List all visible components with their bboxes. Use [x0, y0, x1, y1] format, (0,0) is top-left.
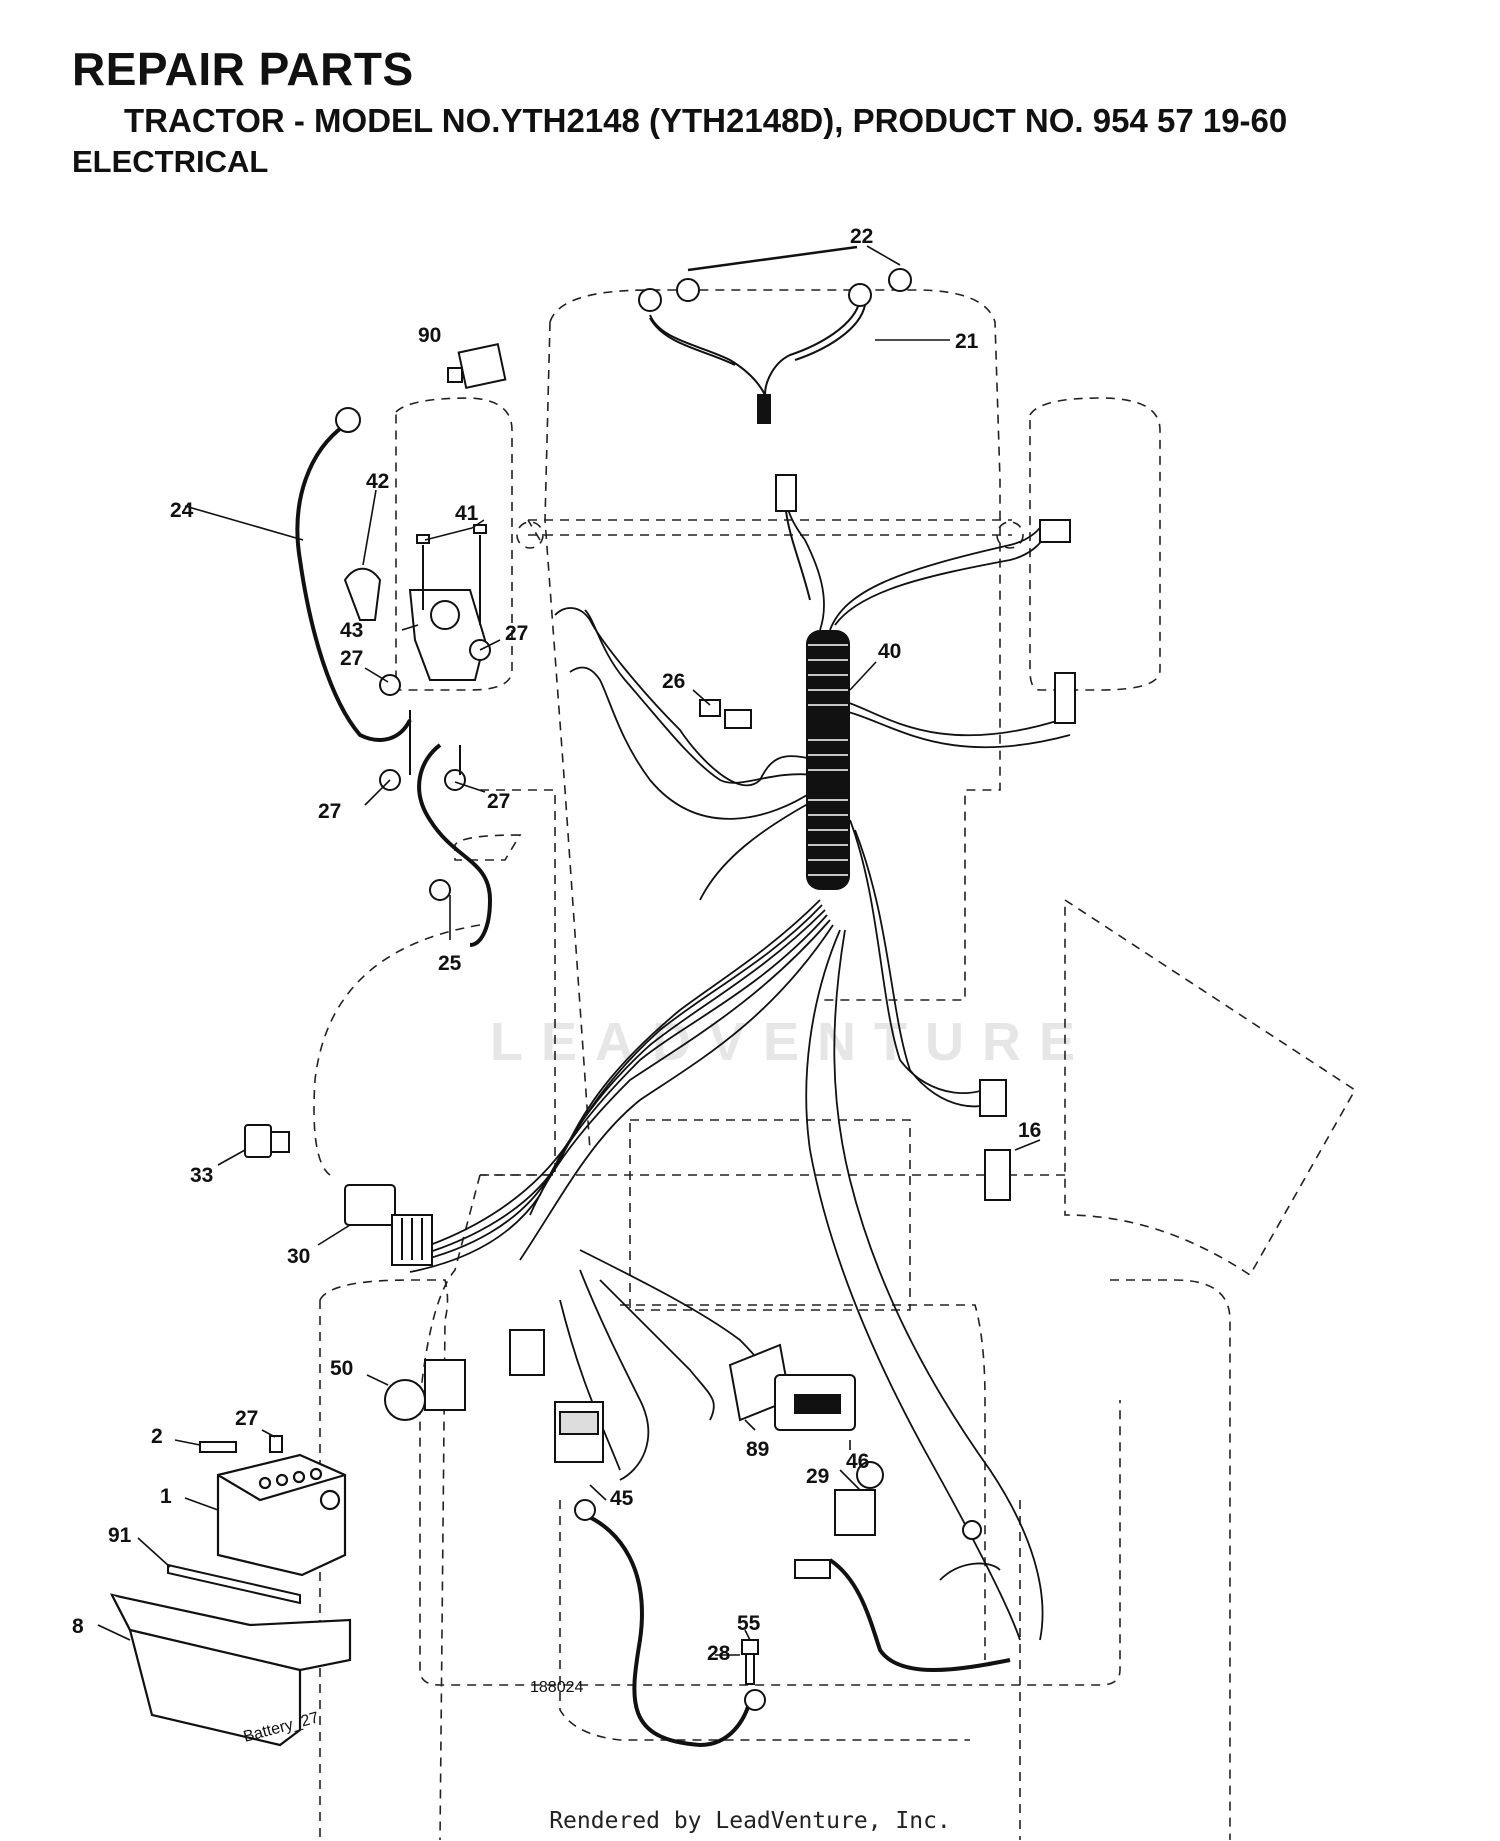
callout-40: 40 [878, 640, 901, 663]
headlights-22 [638, 245, 912, 312]
battery-strap-91 [167, 1563, 301, 1605]
callout-1: 1 [160, 1485, 172, 1508]
callout-22: 22 [850, 225, 873, 248]
callout-33: 33 [190, 1164, 213, 1187]
callout-27d: 27 [487, 790, 510, 813]
battery-cable-25 [409, 710, 493, 947]
callout-30: 30 [287, 1245, 310, 1268]
chassis-outline [313, 289, 1357, 1841]
ground-cable-28 [574, 1499, 766, 1748]
coil-harness [794, 1520, 1011, 1672]
ignition-switch-30 [344, 1184, 433, 1266]
model-subtitle: TRACTOR - MODEL NO.YTH2148 (YTH2148D), P… [124, 102, 1288, 139]
callout-8: 8 [72, 1615, 84, 1638]
callout-41: 41 [455, 502, 479, 525]
callout-91: 91 [108, 1524, 132, 1547]
bolt-55 [741, 1639, 759, 1685]
starter-solenoid-43 [343, 524, 491, 791]
switch-90 [447, 343, 507, 389]
relay-29 [834, 1461, 884, 1536]
callout-25: 25 [438, 952, 462, 975]
page-title: REPAIR PARTS [72, 43, 414, 95]
callout-27b: 27 [505, 622, 528, 645]
watermark: LEADVENTURE [490, 1012, 1093, 1072]
callout-27e: 27 [235, 1407, 258, 1430]
hour-meter-45 [554, 1401, 604, 1463]
battery-tray-8 [109, 1593, 352, 1747]
callout-29: 29 [806, 1465, 829, 1488]
connectors-right [979, 519, 1076, 1201]
ignition-key-33 [244, 1124, 290, 1158]
fuse-26 [699, 699, 752, 729]
leader-lines [97, 245, 1041, 1656]
ammeter-46 [774, 1374, 856, 1431]
callout-90: 90 [418, 324, 441, 347]
footer-credit: Rendered by LeadVenture, Inc. [549, 1808, 951, 1834]
callout-28: 28 [707, 1642, 731, 1665]
battery-1 [216, 1453, 347, 1577]
callout-55: 55 [737, 1612, 761, 1635]
callout-89: 89 [746, 1438, 769, 1461]
callout-2: 2 [151, 1425, 163, 1448]
callout-27a: 27 [340, 647, 363, 670]
section-name: ELECTRICAL [72, 144, 269, 179]
callout-26: 26 [662, 670, 685, 693]
callout-45: 45 [610, 1487, 634, 1510]
callout-27c: 27 [318, 800, 341, 823]
callout-24: 24 [170, 499, 194, 522]
battery-cable-24 [295, 407, 412, 742]
harness-loom-40 [806, 630, 850, 890]
callout-50: 50 [330, 1357, 353, 1380]
pto-switch-50 [384, 1329, 545, 1421]
callout-42: 42 [366, 470, 389, 493]
callout-16: 16 [1018, 1119, 1041, 1142]
callout-43: 43 [340, 619, 363, 642]
callout-21: 21 [955, 330, 979, 353]
reference-number: 188024 [530, 1679, 583, 1696]
headlight-harness-21 [649, 299, 866, 601]
callout-46: 46 [846, 1450, 869, 1473]
bolt-2 [199, 1435, 283, 1453]
